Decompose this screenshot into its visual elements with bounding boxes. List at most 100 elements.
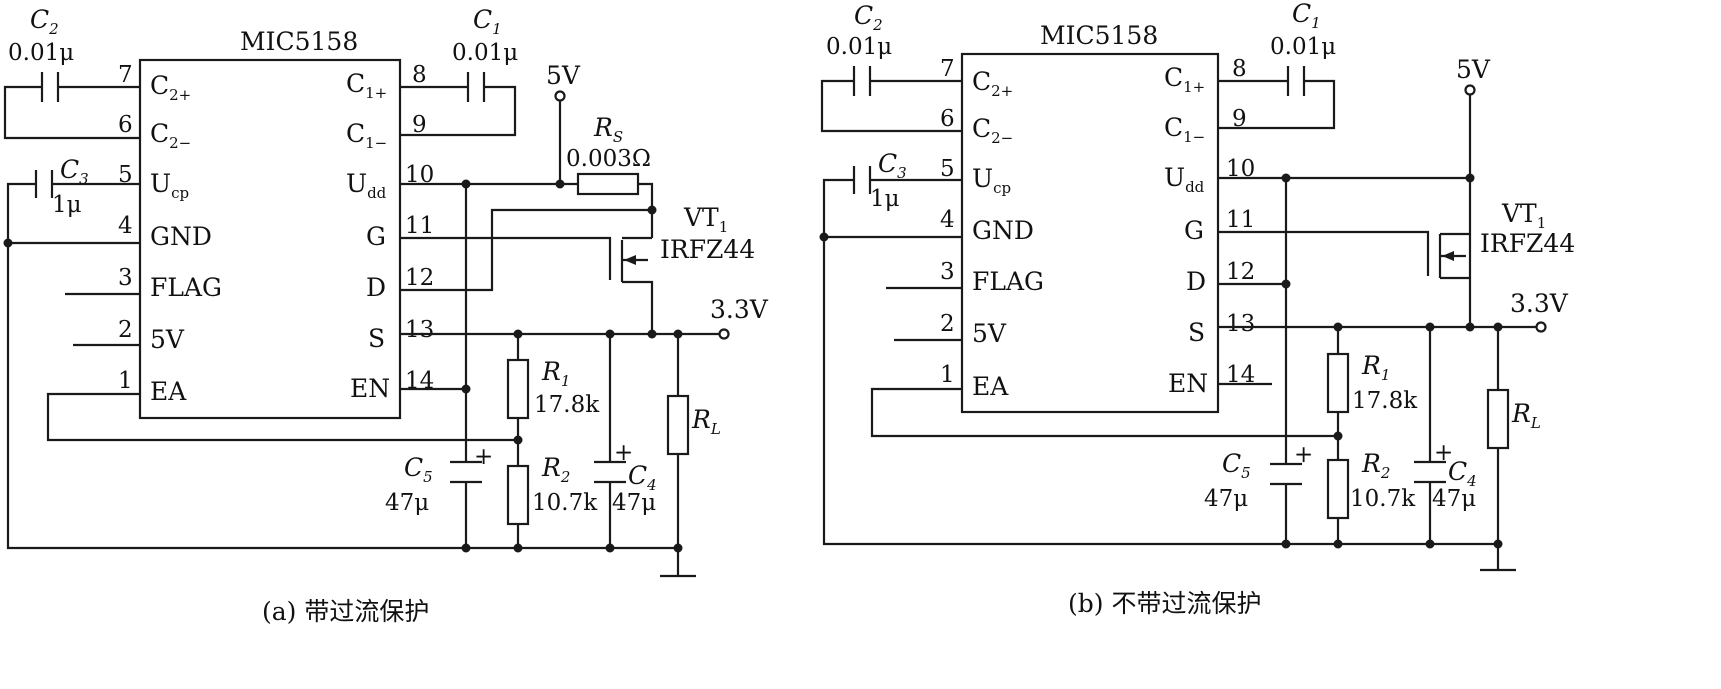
wire-drain [400,208,654,292]
output-terminal [718,328,730,340]
pin-label-gnd: GND [150,222,212,251]
junction-dot [1281,279,1291,289]
c5-name: C5 [1222,449,1251,482]
mosfet-arrow [624,255,636,265]
capacitor-c4 [1414,327,1446,544]
capacitor-c1 [466,72,486,102]
capacitor-c1 [1286,66,1306,96]
pin-label-en: EN [1168,369,1208,398]
chip-title: MIC5158 [1040,21,1158,50]
resistor-rs [576,172,640,196]
caption-b: (b) 不带过流保护 [1068,589,1261,618]
capacitor-c2 [852,66,872,96]
c2-value: 0.01μ [8,40,74,66]
r1-value: 17.8k [534,392,600,418]
vt1-part: IRFZ44 [660,235,755,264]
mosfet-vt1 [620,236,654,334]
pin-label-c2m: C2− [150,119,191,152]
pin-label-d: D [1186,267,1206,296]
junction-dot [461,384,471,394]
pin-label-c1p: C1+ [346,69,387,102]
caption-a: (a) 带过流保护 [262,597,429,626]
c1-value: 0.01μ [1270,34,1336,60]
pin-label-d: D [366,273,386,302]
c1-name: C1 [1292,0,1321,32]
pin-num-4: 4 [118,213,133,239]
capacitor-c4 [594,334,626,548]
junction-dot [605,543,615,553]
c5-plus: + [1294,442,1313,468]
c5-value: 47μ [385,490,429,516]
panel-b: MIC5158 C2+ C2− Ucp GND FLAG 5V EA 7 6 5… [819,0,1575,618]
junction-dot [3,238,13,248]
pin-label-c1m: C1− [346,119,387,152]
pin-num-8: 8 [1232,56,1247,82]
junction-dot [1425,539,1435,549]
vt1-part: IRFZ44 [1480,229,1575,258]
pin-num-12: 12 [1226,259,1255,285]
capacitor-c5 [1270,462,1302,486]
pin-num-5: 5 [118,162,133,188]
c4-value: 47μ [612,490,656,516]
pin-num-8: 8 [412,62,427,88]
pin-label-5v: 5V [972,319,1007,348]
pin-label-c1p: C1+ [1164,63,1205,96]
c3-value: 1μ [52,192,82,218]
wire-c1 [400,85,517,137]
output-label: 3.3V [710,295,769,324]
c2-name: C2 [854,1,883,34]
c1-value: 0.01μ [452,40,518,66]
junction-dot [819,232,829,242]
resistor-rl [666,394,690,456]
wire-udd [400,182,654,210]
junction-dot [647,329,657,339]
pin-num-1: 1 [118,368,133,394]
pin-label-c2p: C2+ [972,67,1013,100]
junction-dot [1333,539,1343,549]
supply-label: 5V [546,61,581,90]
pin-label-ucp: Ucp [972,164,1011,197]
resistor-r2 [1326,458,1350,520]
junction-dot [513,435,523,445]
capacitor-c2 [40,72,60,102]
junction-dot [1465,322,1475,332]
supply-label: 5V [1456,55,1491,84]
r2-value: 10.7k [1350,486,1416,512]
pin-num-1: 1 [940,362,955,388]
chip-title: MIC5158 [240,27,358,56]
c3-value: 1μ [870,186,900,212]
c4-plus: + [614,440,633,466]
pin-label-flag: FLAG [972,267,1044,296]
wire-ea [870,387,1338,438]
rl-name: RL [1511,399,1541,432]
c4-name: C4 [1448,457,1477,490]
pin-label-g: G [366,222,386,251]
pin-num-11: 11 [405,213,434,239]
capacitor-c3 [852,166,872,194]
c4-name: C4 [628,461,657,494]
wire-c3 [6,182,140,243]
pin-num-12: 12 [405,265,434,291]
junction-dot [1493,539,1503,549]
wire-c2 [3,85,140,140]
junction-dot [461,543,471,553]
pin-num-13: 13 [1226,311,1255,337]
pin-num-3: 3 [940,259,955,285]
r2-value: 10.7k [532,490,598,516]
supply-terminal [554,90,566,102]
resistor-rl [1486,388,1510,450]
rs-name: RS [593,113,623,146]
junction-dot [1333,431,1343,441]
junction-dot [555,179,565,189]
output-terminal [1535,321,1547,333]
pin-label-s: S [1188,318,1205,347]
pin-num-6: 6 [940,106,955,132]
junction-dot [513,543,523,553]
mosfet-arrow [1442,251,1454,261]
wire-load [1480,327,1516,572]
pin-num-7: 7 [118,62,133,88]
wire-gate [400,236,612,280]
pin-num-2: 2 [940,311,955,337]
pin-num-11: 11 [1226,207,1255,233]
